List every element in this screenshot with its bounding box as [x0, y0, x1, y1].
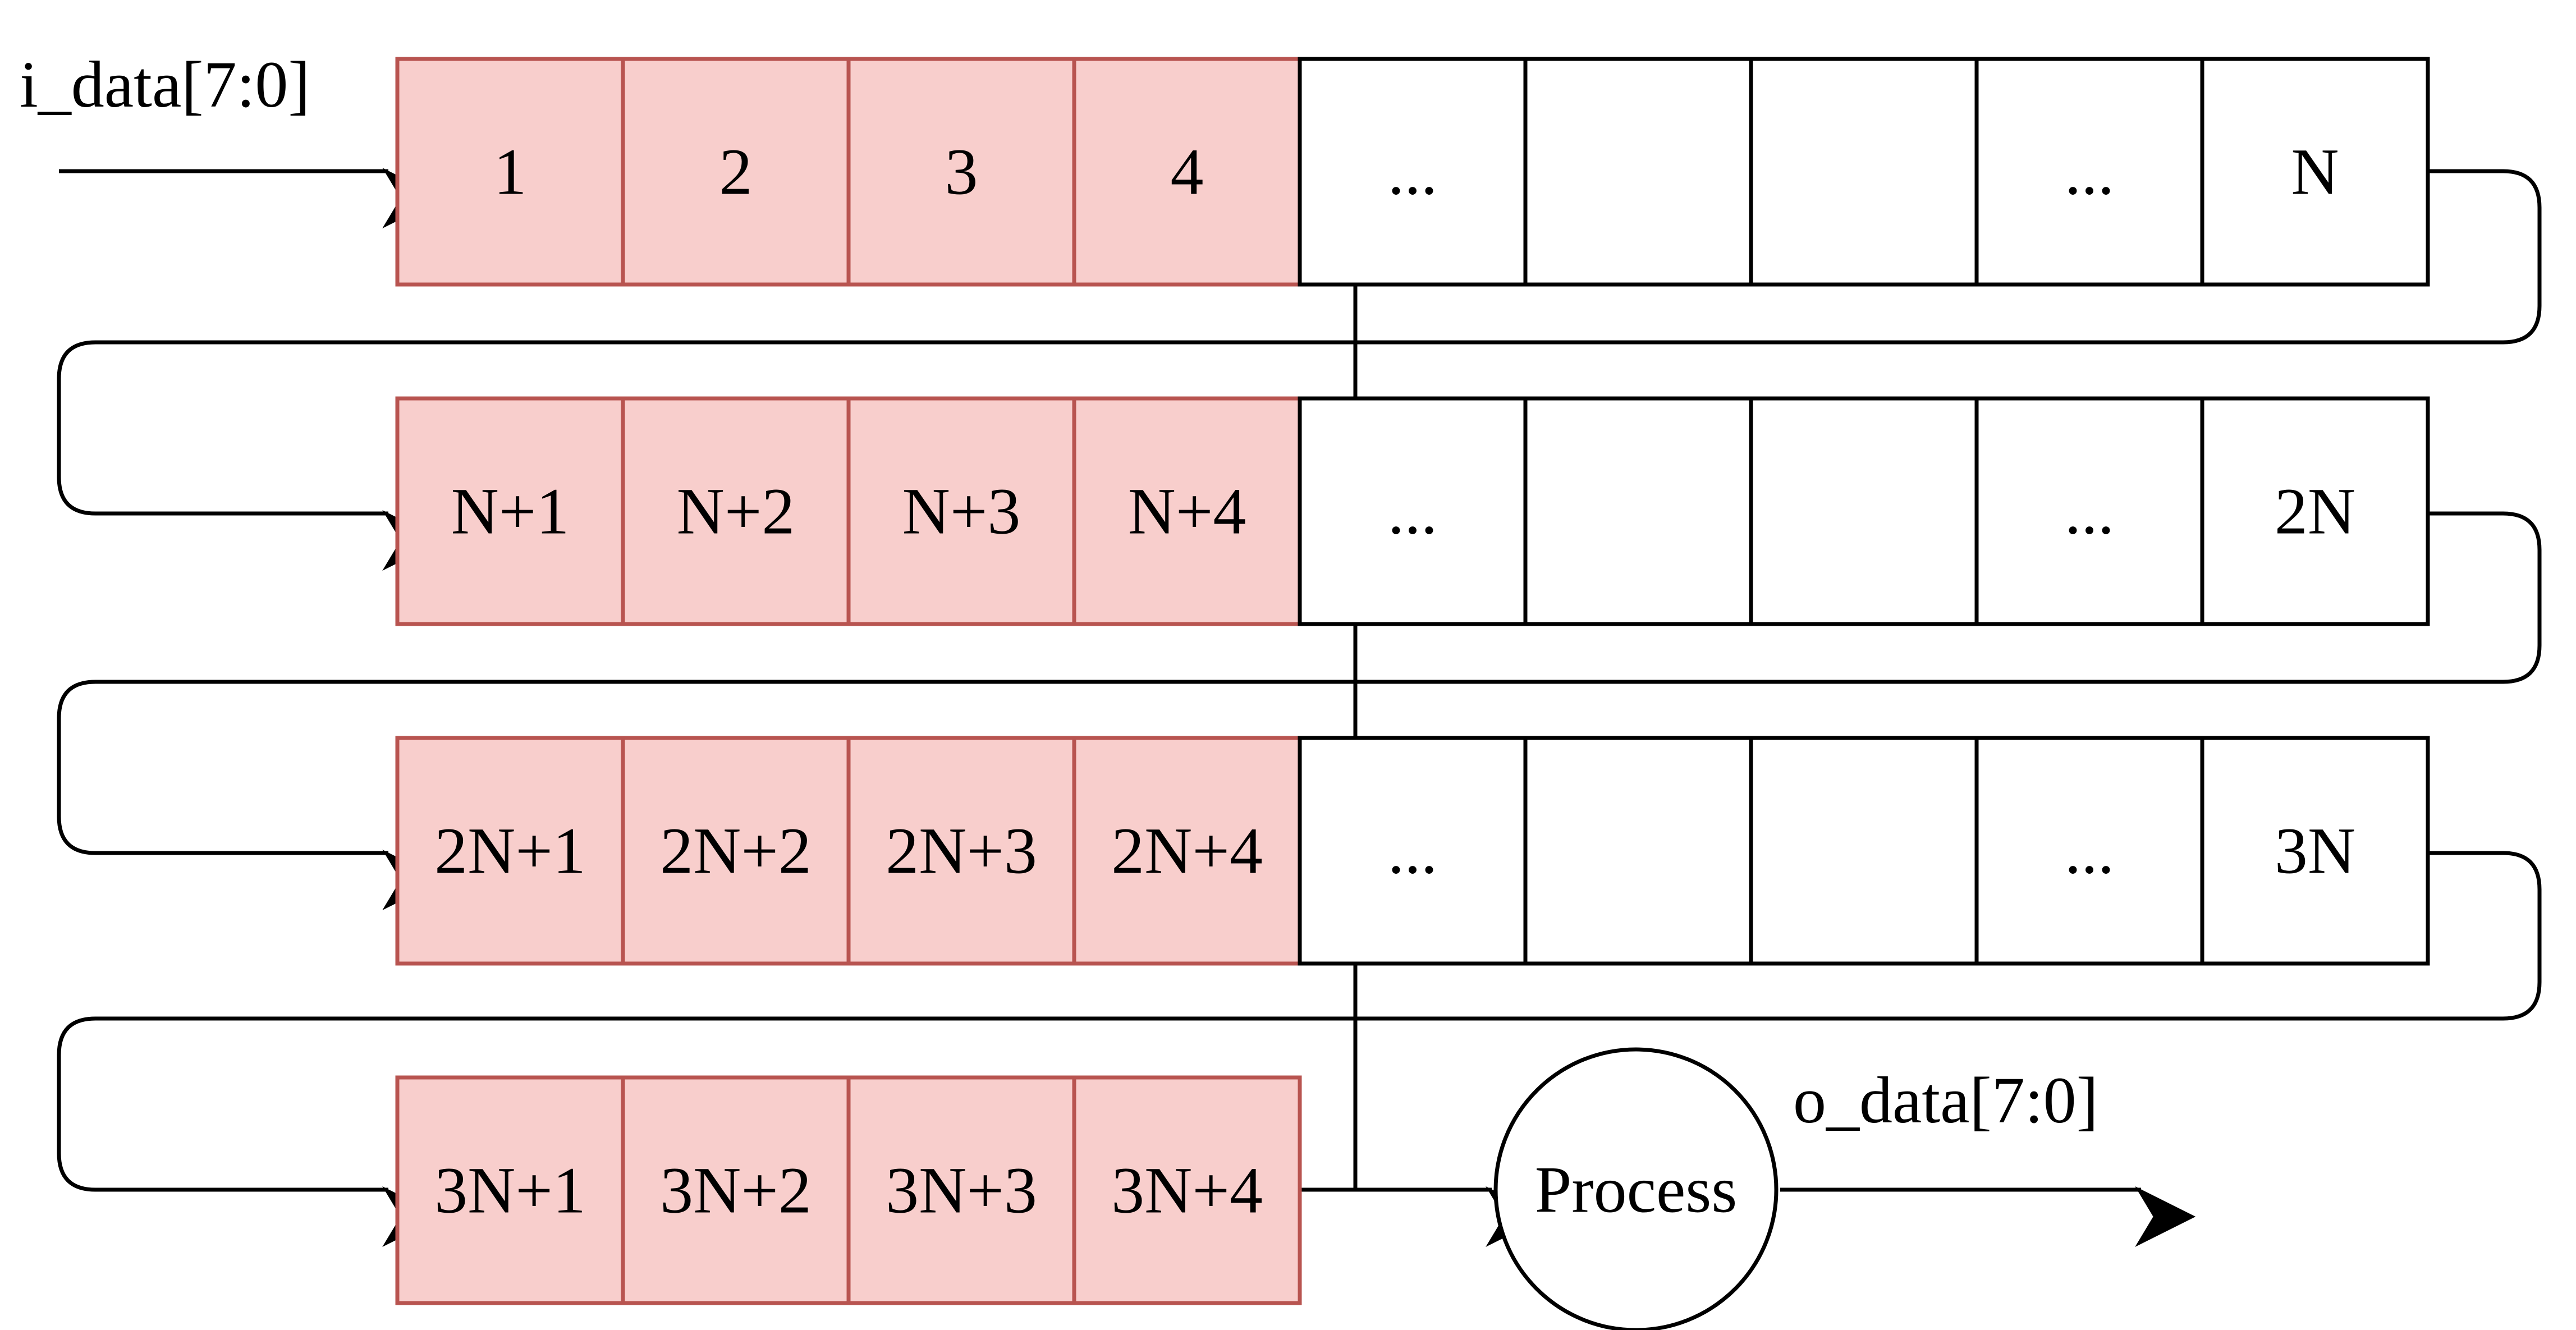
- wrap-wire-row2-row3: [57, 511, 2542, 910]
- register-cell-label: 2N+4: [1111, 814, 1263, 888]
- register-cell: [1974, 736, 2204, 966]
- register-cell: [2200, 396, 2430, 626]
- register-cell-label: 2N: [2275, 475, 2355, 548]
- register-cell: [1298, 57, 1528, 287]
- register-cells: 1 2 3 4...... N N+1 N+2 N+3 N+4...... 2N 2N+1 2N+2 2…: [395, 57, 2430, 1305]
- register-cell-label: 4: [1171, 135, 1204, 209]
- process-node: [1493, 1047, 1779, 1330]
- register-cell-label: ...: [2065, 814, 2115, 888]
- register-cell: [1523, 57, 1753, 287]
- register-cell-label: N+4: [1128, 475, 1246, 548]
- register-cell-label: N+1: [451, 475, 570, 548]
- register-cell-label: 3N+1: [434, 1154, 586, 1227]
- input-label: i_data[7:0]: [20, 48, 310, 121]
- register-cell: [846, 736, 1076, 966]
- register-cell-label: 2N+2: [660, 814, 812, 888]
- register-cell-label: 3: [945, 135, 978, 209]
- register-cell-label: 2N+1: [434, 814, 586, 888]
- register-cell: [621, 57, 851, 287]
- register-cell-label: ...: [1388, 814, 1438, 888]
- register-cell: [1072, 736, 1302, 966]
- register-cell: [395, 1075, 625, 1305]
- register-cell-label: N+2: [677, 475, 795, 548]
- register-cell-label: ...: [1388, 475, 1438, 548]
- register-cell: [1523, 396, 1753, 626]
- connection-wires: [57, 168, 2542, 1247]
- register-cell: [621, 1075, 851, 1305]
- register-cell-label: 3N: [2275, 814, 2355, 888]
- register-cell: [395, 396, 625, 626]
- register-cell-label: 1: [494, 135, 527, 209]
- register-cell: [1523, 736, 1753, 966]
- output-label: o_data[7:0]: [1793, 1063, 2098, 1137]
- register-cell: [1072, 57, 1302, 287]
- register-cell-label: N: [2291, 135, 2339, 209]
- register-cell-label: 3N+2: [660, 1154, 812, 1227]
- register-cell: [395, 736, 625, 966]
- wrap-wire-row3-row4: [57, 851, 2542, 1247]
- register-cell: [1974, 57, 2204, 287]
- wrap-wire-row1-row2: [57, 169, 2542, 571]
- register-cell: [1298, 736, 1528, 966]
- register-cell: [2200, 57, 2430, 287]
- register-cell-label: ...: [2065, 135, 2115, 209]
- register-cell-label: ...: [2065, 475, 2115, 548]
- register-cell-label: ...: [1388, 135, 1438, 209]
- register-cell: [1749, 396, 1979, 626]
- register-cell: [1072, 1075, 1302, 1305]
- register-cell: [1749, 57, 1979, 287]
- register-cell: [1974, 396, 2204, 626]
- register-cell-label: 2N+3: [886, 814, 1037, 888]
- register-cell-label: N+3: [902, 475, 1021, 548]
- process-label: Process: [1535, 1153, 1738, 1227]
- register-cell: [621, 396, 851, 626]
- register-cell: [846, 1075, 1076, 1305]
- register-cell: [1749, 736, 1979, 966]
- register-cell-label: 3N+4: [1111, 1154, 1263, 1227]
- register-cell-label: 2: [719, 135, 753, 209]
- register-cell-label: 3N+3: [886, 1154, 1037, 1227]
- register-cell: [846, 396, 1076, 626]
- register-cell: [2200, 736, 2430, 966]
- register-cell: [846, 57, 1076, 287]
